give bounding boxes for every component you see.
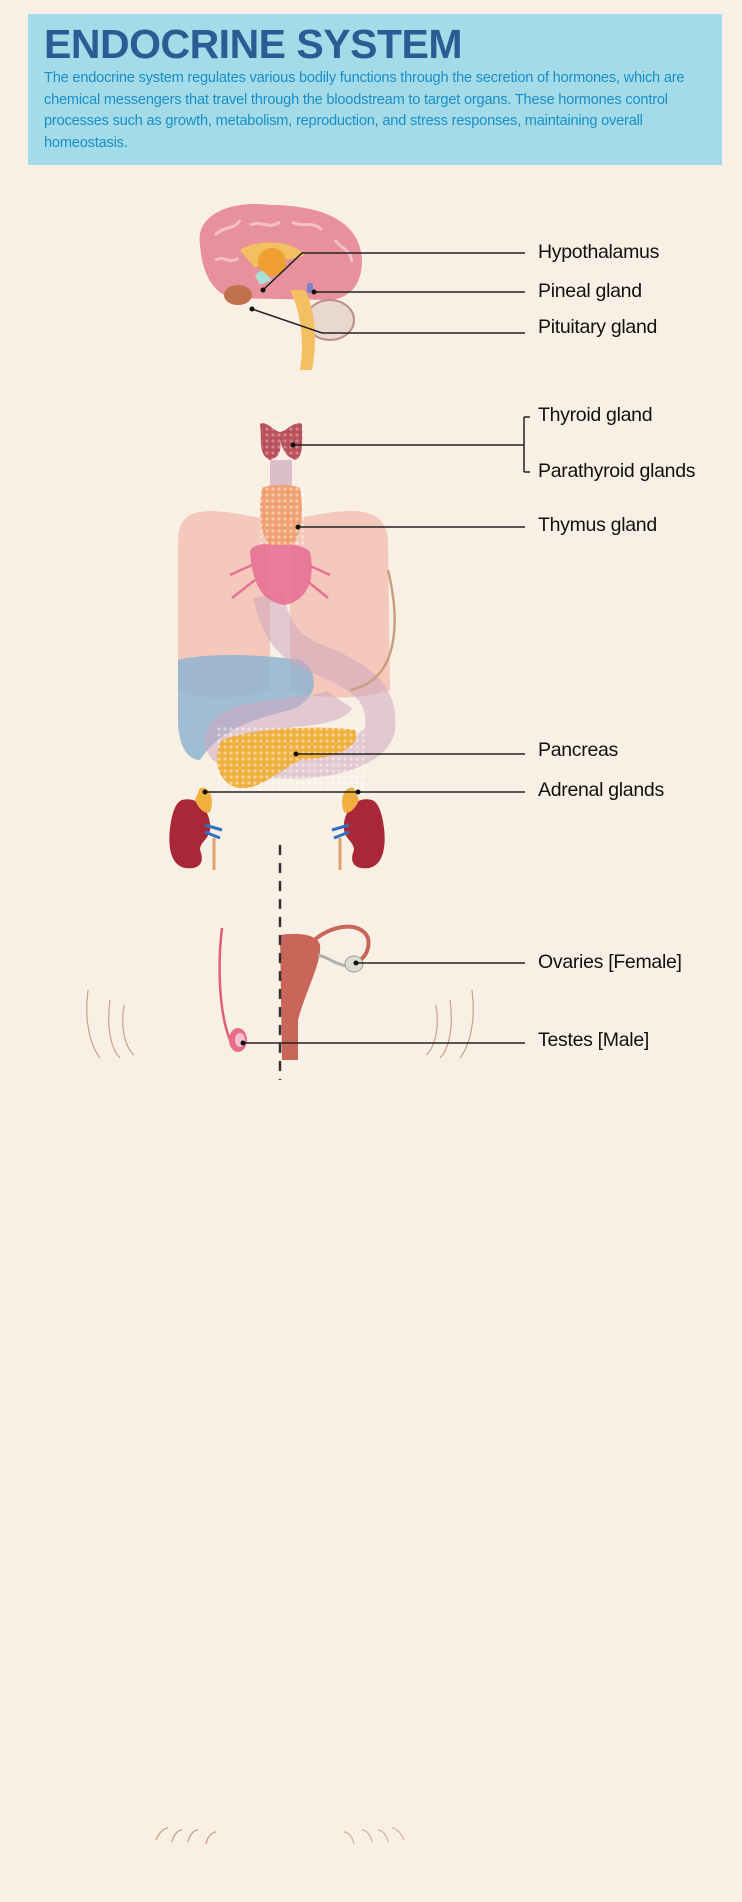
label-thyroid-gland: Thyroid gland (538, 404, 653, 426)
label-testes: Testes [Male] (538, 1029, 649, 1051)
page-title: ENDOCRINE SYSTEM (44, 21, 463, 67)
description-text: The endocrine system regulates various b… (44, 70, 685, 151)
leader-lines (205, 252, 530, 1044)
reproductive-organs (218, 924, 371, 1060)
body-silhouette (77, 195, 483, 1858)
label-pituitary-gland: Pituitary gland (538, 316, 658, 338)
label-ovaries: Ovaries [Female] (538, 951, 682, 973)
neck-glands (260, 420, 304, 545)
torso-organs (178, 511, 396, 795)
label-hypothalamus: Hypothalamus (538, 241, 660, 263)
label-parathyroid-glands: Parathyroid glands (538, 460, 696, 482)
leader-dots (202, 287, 361, 1046)
label-thymus-gland: Thymus gland (538, 514, 657, 536)
label-pineal-gland: Pineal gland (538, 280, 642, 302)
kidneys (169, 787, 385, 870)
label-adrenal-glands: Adrenal glands (538, 779, 664, 801)
brain (199, 204, 362, 370)
label-pancreas: Pancreas (538, 739, 618, 761)
header-banner: ENDOCRINE SYSTEM The endocrine system re… (28, 14, 722, 165)
